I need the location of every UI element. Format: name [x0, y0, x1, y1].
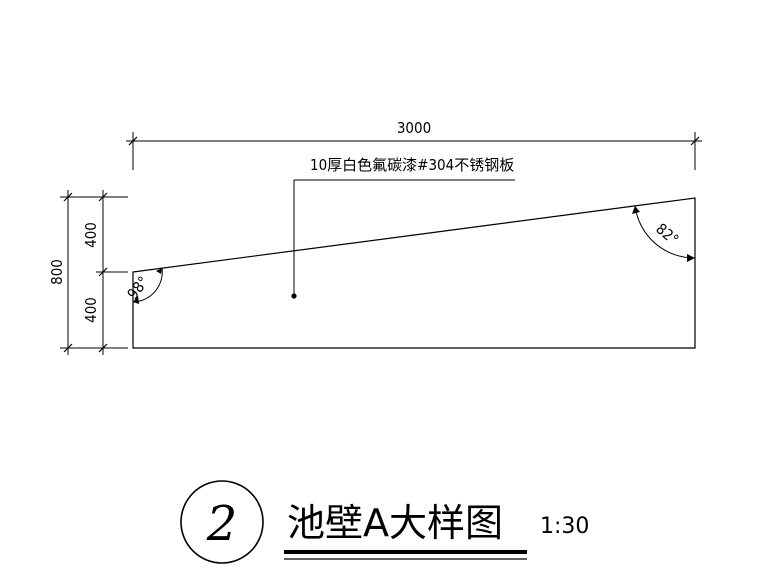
height-dimensions: 800 400 400 [48, 190, 128, 355]
detail-number: 2 [206, 496, 238, 552]
detail-scale: 1:30 [540, 514, 589, 539]
right-angle-arrow-a [632, 206, 640, 214]
tick-400-bottom [98, 343, 108, 353]
left-angle-text: 98° [124, 273, 153, 303]
wall-panel-outline [132, 197, 696, 349]
lower-dim-text: 400 [82, 297, 100, 323]
tick-800-top [63, 192, 73, 202]
left-angle: 98° [124, 267, 163, 304]
right-angle-arc [634, 205, 696, 259]
tick-800-bottom [63, 343, 73, 353]
height-dim-text: 800 [48, 259, 66, 285]
title-block: 2 池壁A大样图 1:30 [180, 480, 589, 564]
tick-400-top [98, 192, 108, 202]
upper-dim-text: 400 [82, 222, 100, 248]
detail-title: 池壁A大样图 [287, 501, 503, 545]
tick-left [128, 136, 138, 146]
tick-right [690, 136, 700, 146]
left-angle-arrow-a [133, 296, 139, 304]
width-dim-text: 3000 [397, 119, 431, 137]
material-leader: 10厚白色氟碳漆#304不锈钢板 [291, 156, 515, 299]
left-angle-arrow-b [156, 268, 162, 274]
tick-400-mid [98, 267, 108, 277]
width-dimension: 3000 [126, 119, 702, 170]
detail-number-circle [180, 480, 264, 564]
right-angle: 82° [632, 205, 696, 262]
right-angle-arrow-b [687, 254, 695, 262]
title-underline-thick [284, 550, 527, 554]
material-label: 10厚白色氟碳漆#304不锈钢板 [310, 156, 514, 174]
